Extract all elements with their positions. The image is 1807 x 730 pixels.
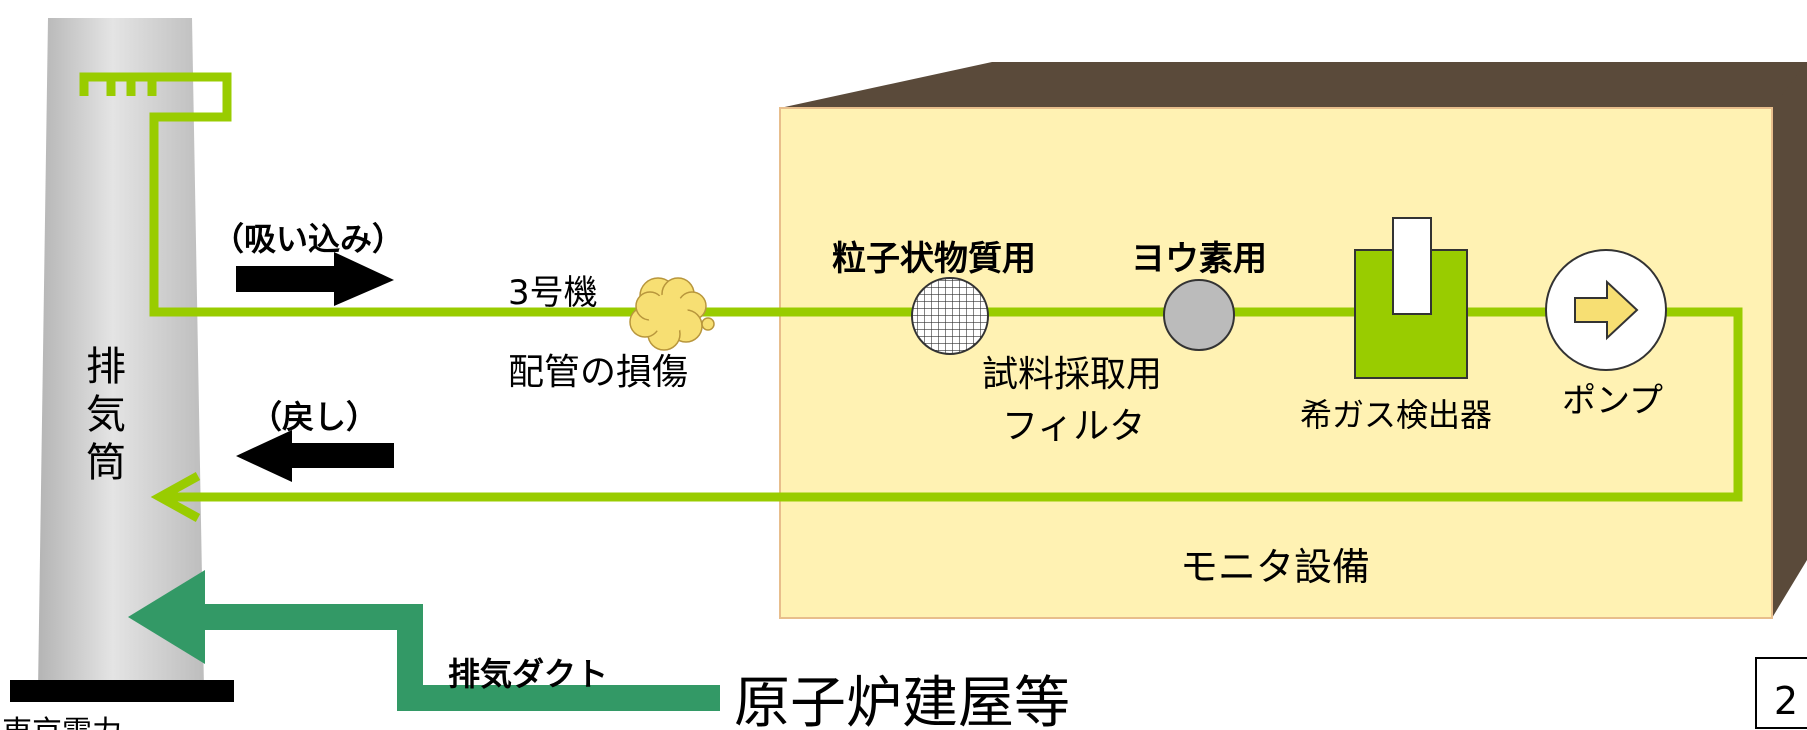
return-label: （戻し） xyxy=(250,398,378,436)
iodine-filter-icon xyxy=(1163,279,1235,351)
particulate-filter-icon xyxy=(911,277,989,355)
reactor-building-label: 原子炉建屋等 xyxy=(734,671,1070,730)
pump-label: ポンプ xyxy=(1562,381,1663,421)
pipe-damage-label: 配管の損傷 xyxy=(508,352,688,393)
duct-arrowhead xyxy=(128,570,205,664)
stack-label-2: 気 xyxy=(86,392,126,438)
monitor-box-side xyxy=(1772,62,1807,618)
return-arrowhead xyxy=(150,472,201,522)
monitor-label: モニタ設備 xyxy=(1180,545,1370,589)
page-number: 2 xyxy=(1774,679,1798,723)
exhaust-duct xyxy=(128,570,720,711)
damage-cloud-icon xyxy=(629,277,715,351)
particulate-label: 粒子状物質用 xyxy=(832,239,1036,279)
iodine-label: ヨウ素用 xyxy=(1131,239,1267,279)
suction-label: （吸い込み） xyxy=(212,220,404,258)
footer-text: 東京電力 xyxy=(2,715,122,730)
stack-icon xyxy=(38,18,204,690)
exhaust-duct-label: 排気ダクト xyxy=(448,655,608,693)
stack-label-1: 排 xyxy=(86,344,126,390)
noble-gas-label: 希ガス検出器 xyxy=(1300,396,1492,434)
pump-arrow xyxy=(1574,279,1639,341)
stack-base xyxy=(10,680,234,702)
arrow-left-icon xyxy=(236,430,394,482)
stack-label-3: 筒 xyxy=(86,440,126,486)
filter-label-line2: フィルタ xyxy=(1002,406,1145,447)
sampling-pipe xyxy=(79,72,1743,522)
page-number-box xyxy=(1755,657,1807,729)
filter-label-line1: 試料採取用 xyxy=(982,354,1162,395)
monitor-box-top xyxy=(780,62,1807,108)
unit-label: 3号機 xyxy=(508,273,598,313)
pump-icon xyxy=(1545,249,1667,371)
arrow-right-icon xyxy=(236,252,394,306)
noble-gas-detector-icon xyxy=(1354,217,1468,379)
